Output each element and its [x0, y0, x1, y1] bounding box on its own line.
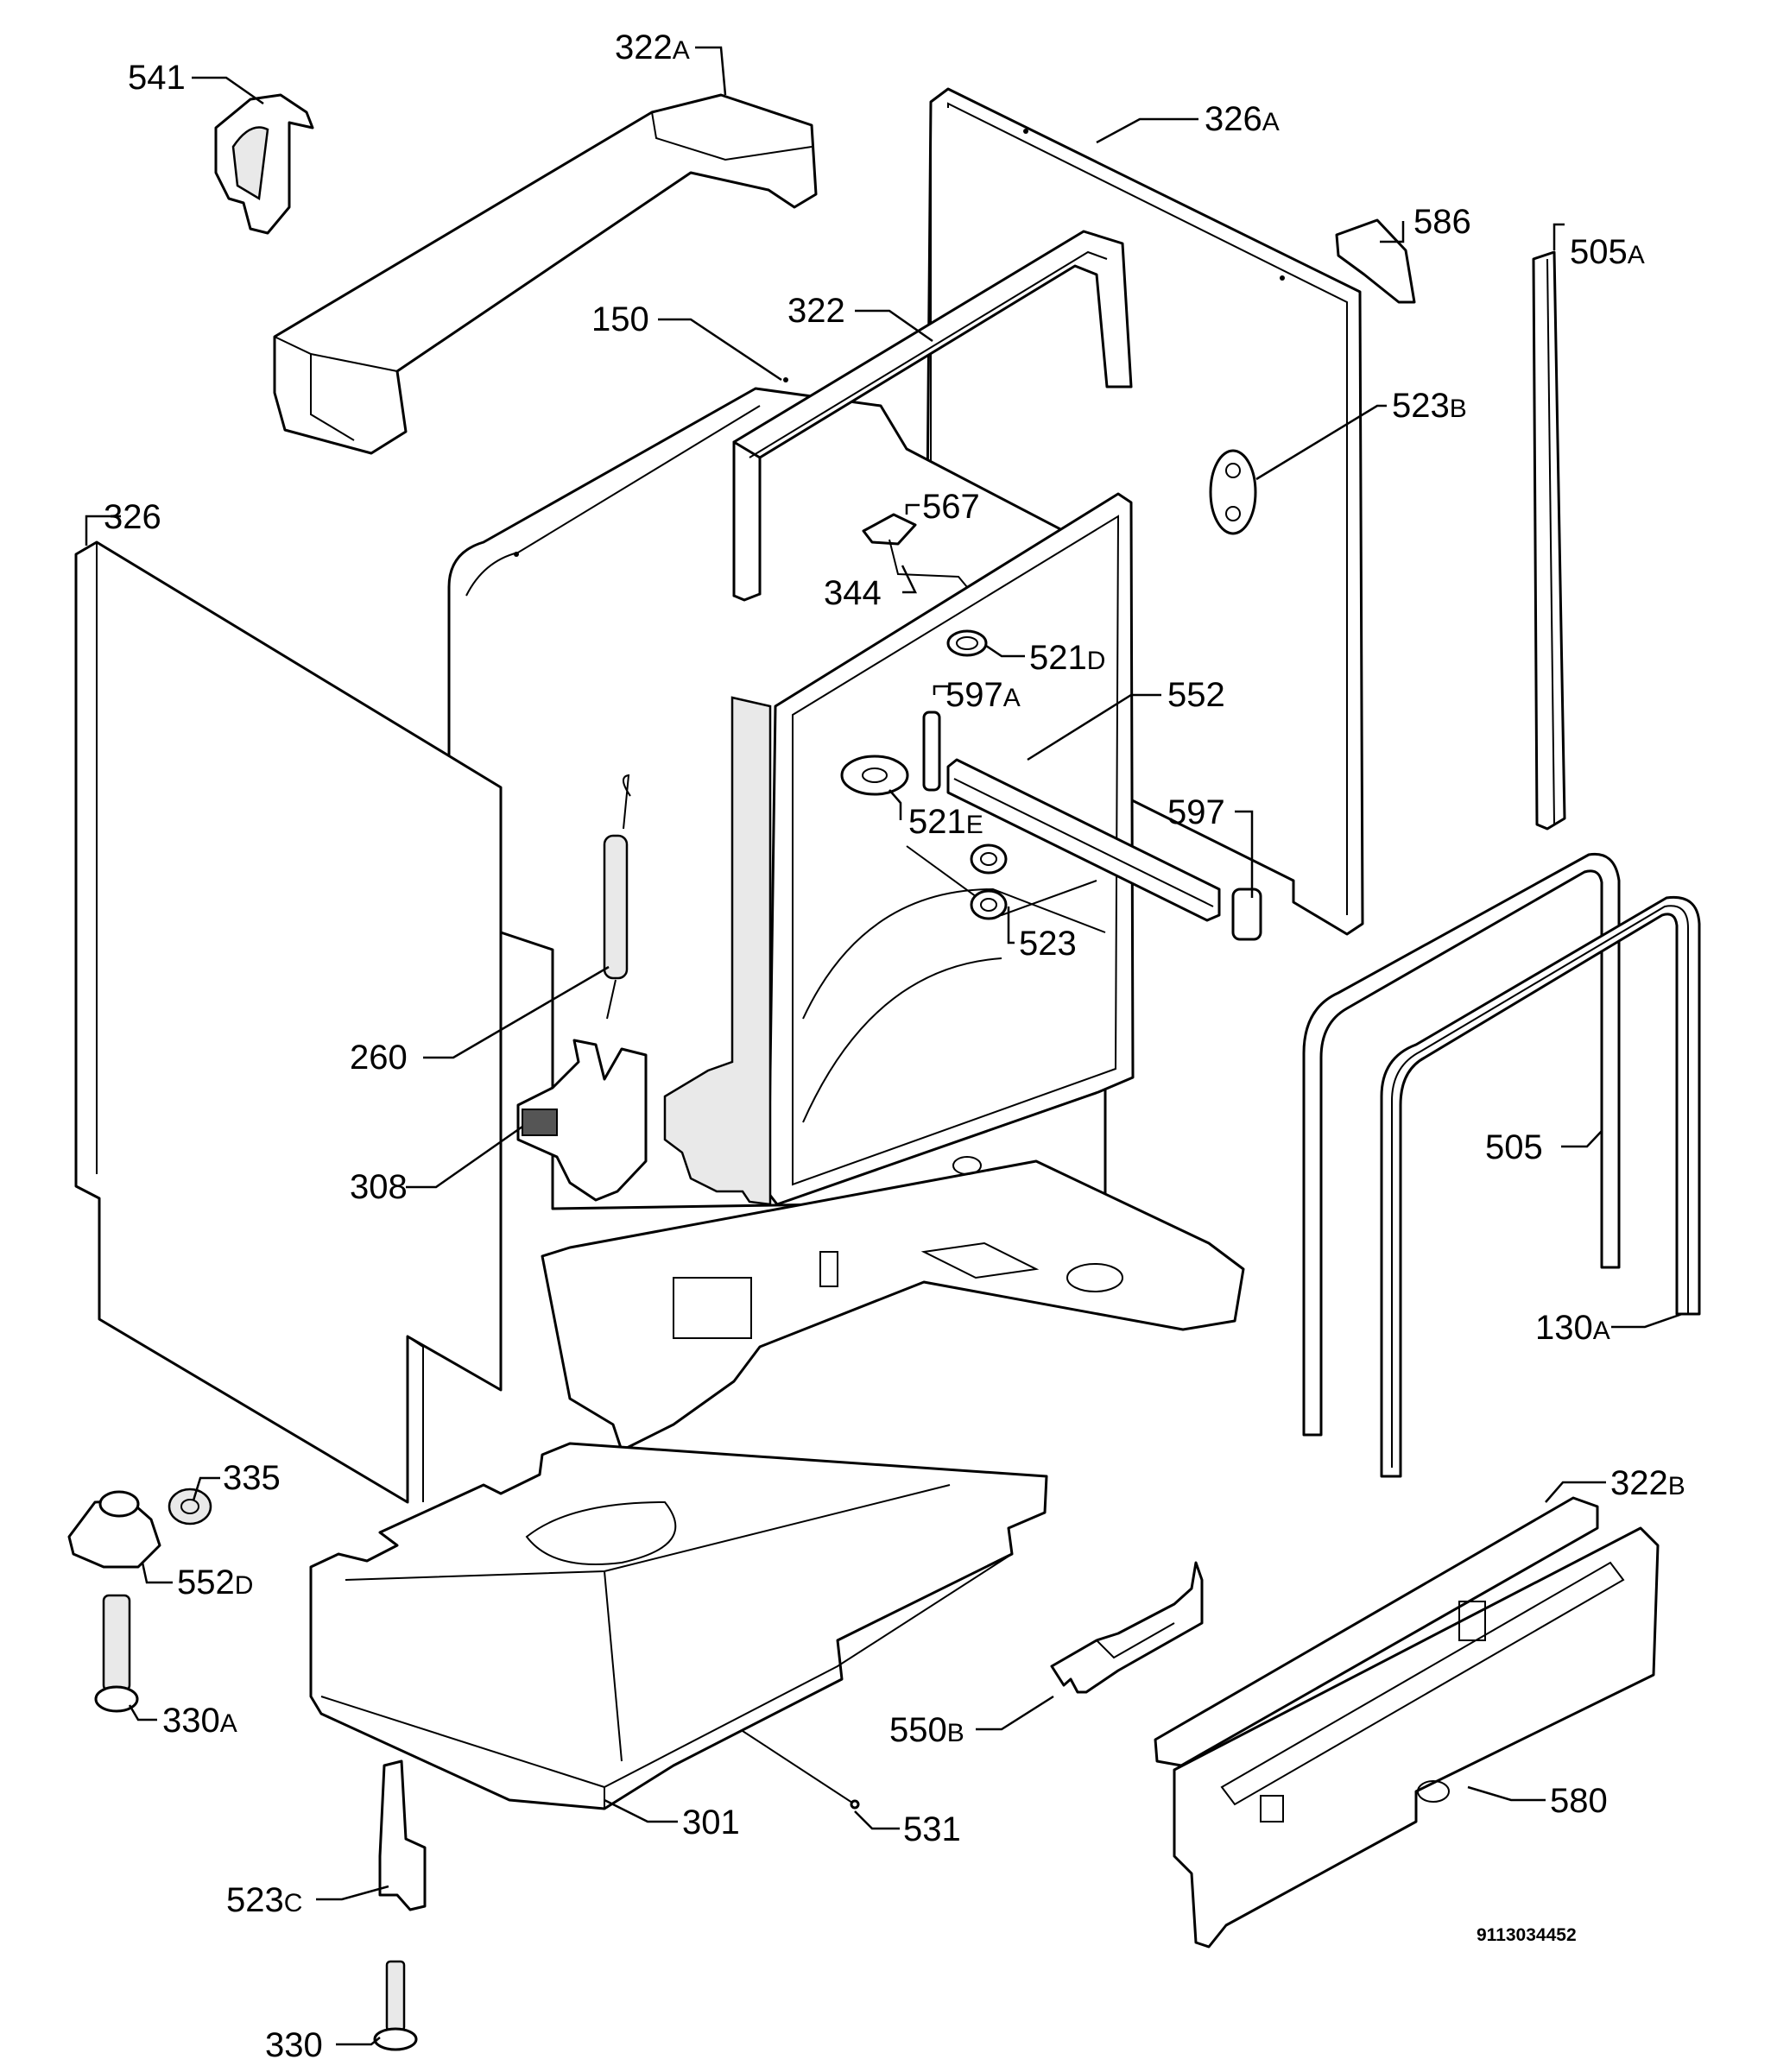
- callout-523: 523: [1019, 925, 1077, 963]
- part-side-panel-front: [74, 540, 503, 1504]
- callout-552: 552: [1167, 676, 1225, 714]
- part-clip-597a: [922, 711, 941, 792]
- callout-322a: 322A: [615, 28, 690, 66]
- part-gear-335: [168, 1488, 212, 1526]
- callout-260: 260: [350, 1039, 408, 1077]
- callout-541: 541: [128, 59, 186, 97]
- part-grommet-521d: [946, 629, 988, 657]
- callout-326: 326: [104, 498, 161, 536]
- callout-567: 567: [922, 488, 980, 526]
- part-door-seals: [1302, 852, 1701, 1478]
- part-hinge-bracket-523c: [378, 1759, 427, 1911]
- part-fittings-523: [970, 843, 1008, 920]
- callout-326a: 326A: [1205, 100, 1280, 138]
- part-tub-front-frame: [663, 492, 1135, 1206]
- part-hinge-308: [516, 1039, 648, 1202]
- part-top-frame: [732, 230, 1133, 602]
- part-foot-housing-552d: [67, 1490, 161, 1569]
- part-clip-541: [214, 93, 314, 235]
- part-wire-531: [742, 1730, 860, 1810]
- part-base-frame: [541, 1156, 1245, 1452]
- callout-330a: 330A: [162, 1702, 237, 1740]
- callout-322: 322: [787, 292, 845, 330]
- callout-130a: 130A: [1535, 1309, 1610, 1347]
- callout-344: 344: [824, 574, 882, 612]
- callout-330: 330: [265, 2026, 323, 2064]
- callout-521e: 521E: [908, 803, 983, 841]
- part-base-tray: [309, 1442, 1048, 1810]
- part-grommet-523b: [1209, 449, 1257, 535]
- callout-552d: 552D: [177, 1563, 253, 1601]
- callout-521d: 521D: [1029, 639, 1105, 677]
- part-clip-597: [1231, 888, 1262, 941]
- callout-308: 308: [350, 1168, 408, 1206]
- callout-335: 335: [223, 1459, 281, 1497]
- callout-150: 150: [591, 300, 649, 338]
- callout-531: 531: [903, 1810, 961, 1848]
- callout-580: 580: [1550, 1782, 1608, 1820]
- leader-lines: [85, 46, 1683, 2046]
- callout-523b: 523B: [1392, 387, 1467, 425]
- part-seal-strip: [1532, 250, 1566, 831]
- part-clip-567: [862, 513, 968, 588]
- callout-505a: 505A: [1570, 233, 1645, 271]
- callout-labels: 541 322A 326A 586 505A 150 322 523B 326 …: [104, 28, 1685, 2064]
- part-washer-521e: [840, 755, 909, 796]
- callout-322b: 322B: [1610, 1464, 1685, 1502]
- part-spring-260: [603, 774, 631, 1020]
- callout-597: 597: [1167, 793, 1225, 831]
- callout-301: 301: [682, 1804, 740, 1841]
- part-rail-and-lower-panel: [1154, 1496, 1660, 1949]
- document-number: 9113034452: [1477, 1925, 1577, 1945]
- part-top-cover: [273, 93, 818, 455]
- part-rail-552: [946, 758, 1221, 922]
- part-bracket: [1050, 1561, 1204, 1694]
- part-screw-330: [373, 1960, 418, 2051]
- callout-523c: 523C: [226, 1881, 302, 1919]
- callout-597a: 597A: [945, 676, 1021, 714]
- callout-586: 586: [1413, 203, 1471, 241]
- part-screw-330a: [94, 1594, 139, 1713]
- callout-550b: 550B: [889, 1711, 964, 1749]
- callout-505: 505: [1485, 1128, 1543, 1166]
